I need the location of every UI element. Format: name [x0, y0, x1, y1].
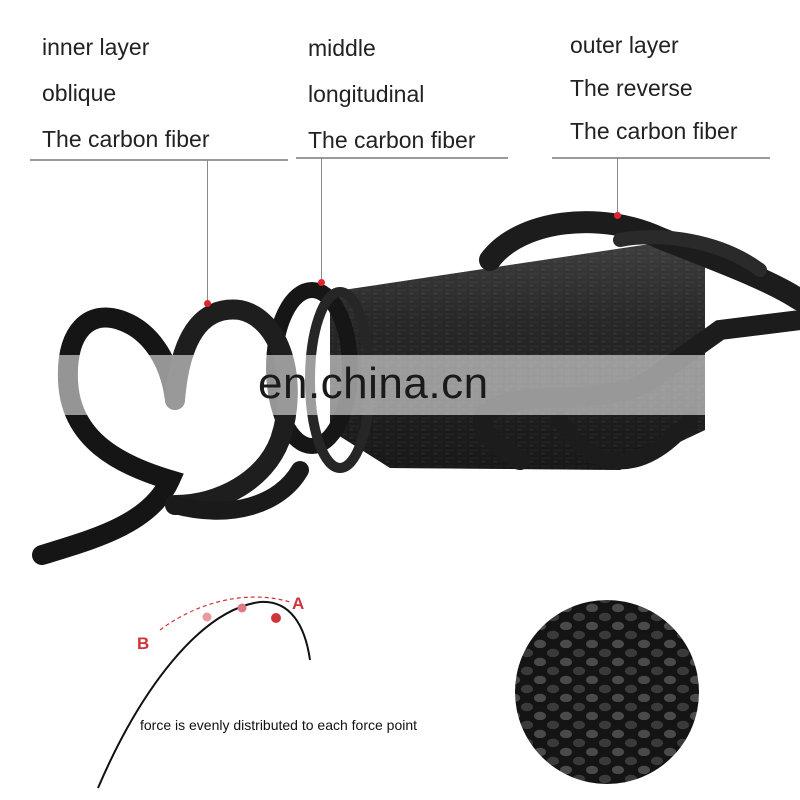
point-b-label: B	[137, 634, 150, 653]
middle-layer-direction: longitudinal	[308, 81, 425, 107]
middle-layer-label-group: middle longitudinal The carbon fiber	[308, 25, 475, 163]
force-point	[237, 603, 247, 613]
outer-layer-title: outer layer	[570, 32, 679, 58]
force-point	[271, 613, 281, 623]
outer-layer-label-group: outer layer The reverse The carbon fiber	[570, 24, 737, 153]
middle-layer-title: middle	[308, 35, 376, 61]
force-point	[202, 612, 212, 622]
middle-marker-dot	[318, 279, 325, 286]
watermark-band	[0, 355, 800, 415]
watermark-text: en.china.cn	[258, 359, 489, 408]
outer-label-underline	[552, 157, 770, 159]
inner-label-underline	[30, 159, 288, 161]
inner-layer-title: inner layer	[42, 34, 150, 60]
inner-leader-line	[207, 160, 208, 303]
outer-layer-material: The carbon fiber	[570, 118, 738, 144]
outer-leader-line	[617, 158, 618, 215]
middle-layer-tube	[330, 238, 705, 470]
inner-marker-dot	[204, 300, 211, 307]
inner-layer-material: The carbon fiber	[42, 126, 210, 152]
fiber-texture-disc	[515, 600, 699, 784]
inner-layer-direction: oblique	[42, 80, 117, 106]
force-diagram	[97, 596, 311, 789]
middle-label-underline	[296, 157, 508, 159]
outer-marker-dot	[614, 212, 621, 219]
middle-layer-material: The carbon fiber	[308, 127, 476, 153]
outer-layer-direction: The reverse	[570, 75, 693, 101]
inner-layer-spiral	[32, 299, 309, 565]
inner-layer-label-group: inner layer oblique The carbon fiber	[42, 24, 209, 162]
point-a-label: A	[292, 594, 305, 613]
middle-leader-line	[321, 158, 322, 281]
force-caption: force is evenly distributed to each forc…	[140, 717, 418, 733]
